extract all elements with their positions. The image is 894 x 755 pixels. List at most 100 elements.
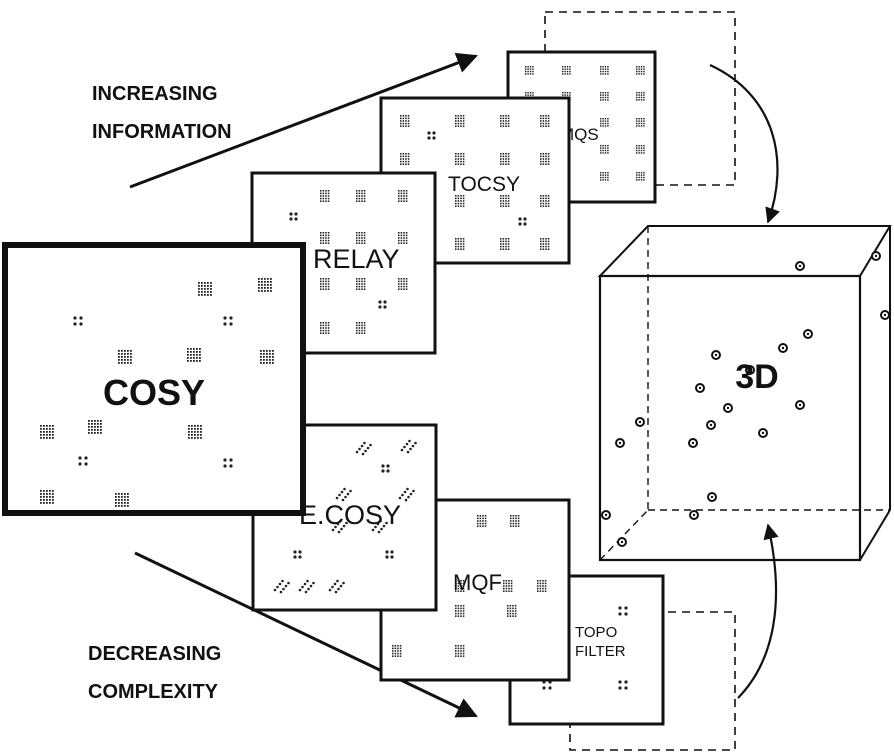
increasing-arrow [129, 52, 478, 189]
topo-to-3d-arrow [737, 523, 779, 699]
cross-peak [378, 300, 387, 309]
cross-peak [320, 232, 330, 244]
cross-peak [600, 145, 609, 154]
cross-peak [385, 550, 394, 559]
cross-peak [518, 217, 527, 226]
3d-label: 3D [735, 358, 778, 396]
cube-cross-peak [635, 417, 645, 427]
cube-cross-peak [880, 310, 890, 320]
cube-cross-peak [778, 343, 788, 353]
cross-peak [289, 212, 298, 221]
cross-peak [398, 190, 408, 202]
cross-peak [636, 145, 645, 154]
cross-peak [273, 579, 290, 594]
cross-peak [525, 66, 534, 75]
cross-peak [540, 238, 550, 250]
cube-cross-peak [706, 420, 716, 430]
cross-peak [78, 456, 88, 466]
ecosy-label: E.COSY [299, 500, 401, 530]
cross-peak [328, 579, 345, 594]
increasing-caption-line1: INCREASING [92, 83, 218, 105]
cube-cross-peak [617, 537, 627, 547]
cross-peak [455, 195, 465, 207]
cube-cross-peak [803, 329, 813, 339]
cube-cross-peak [689, 510, 699, 520]
cross-peak [356, 278, 366, 290]
cross-peak [331, 519, 348, 534]
cross-peak [356, 190, 366, 202]
cross-peak [398, 487, 415, 502]
cross-peak [636, 92, 645, 101]
cross-peak [503, 580, 513, 592]
cross-peak [188, 425, 202, 439]
cube-cross-peak [795, 261, 805, 271]
cross-peak [88, 420, 102, 434]
cross-peak [600, 66, 609, 75]
cross-peak [636, 66, 645, 75]
cross-peak [427, 131, 436, 140]
cube-cross-peak [707, 492, 717, 502]
cross-peak [562, 66, 571, 75]
cross-peak [400, 115, 410, 127]
cross-peak [355, 441, 372, 456]
cross-peak [636, 172, 645, 181]
cross-peak [40, 490, 54, 504]
cross-peak [260, 350, 274, 364]
cross-peak [636, 118, 645, 127]
cross-peak [400, 439, 417, 454]
cross-peak [455, 580, 465, 592]
cross-peak [398, 232, 408, 244]
cross-peak [381, 464, 390, 473]
cross-peak [40, 425, 54, 439]
cube-cross-peak [758, 428, 768, 438]
cross-peak [223, 316, 233, 326]
cross-peak [400, 153, 410, 165]
cross-peak [118, 350, 132, 364]
cosy-label: COSY [103, 372, 205, 413]
cross-peak [540, 195, 550, 207]
cube-cross-peak [745, 365, 755, 375]
cross-peak [600, 92, 609, 101]
cross-peak [455, 115, 465, 127]
cube-cross-peak [601, 510, 611, 520]
mqs-to-3d-arrow [709, 64, 780, 224]
cross-peak [500, 195, 510, 207]
cross-peak [115, 493, 129, 507]
cross-peak [320, 278, 330, 290]
relay-label: RELAY [313, 244, 400, 274]
cross-peak [73, 316, 83, 326]
cross-peak [187, 348, 201, 362]
cube-cross-peak [695, 383, 705, 393]
cube-cross-peak [723, 403, 733, 413]
cross-peak [510, 515, 520, 527]
cross-peak [371, 519, 388, 534]
cross-peak [540, 153, 550, 165]
cross-peak [298, 579, 315, 594]
tocsy-label: TOCSY [448, 173, 520, 196]
cross-peak [320, 322, 330, 334]
cross-peak [398, 278, 408, 290]
cross-peak [507, 605, 517, 617]
cube-cross-peak [795, 400, 805, 410]
cross-peak [455, 238, 465, 250]
cross-peak [600, 172, 609, 181]
cross-peak [500, 115, 510, 127]
cross-peak [500, 153, 510, 165]
cross-peak [455, 645, 465, 657]
decreasing-arrow [134, 551, 478, 718]
topo-label-line1: TOPO [575, 624, 617, 641]
cross-peak [293, 550, 302, 559]
cross-peak [356, 322, 366, 334]
decreasing-caption-line2: COMPLEXITY [88, 681, 219, 703]
cross-peak [618, 606, 628, 616]
cross-peak [356, 232, 366, 244]
cross-peak [537, 580, 547, 592]
cross-peak [198, 282, 212, 296]
cross-peak [540, 115, 550, 127]
mqf-label: MQF [453, 570, 502, 595]
topo-label-line2: FILTER [575, 643, 626, 660]
cross-peak [477, 515, 487, 527]
3d-cube [597, 225, 892, 562]
decreasing-caption-line1: DECREASING [88, 643, 221, 665]
